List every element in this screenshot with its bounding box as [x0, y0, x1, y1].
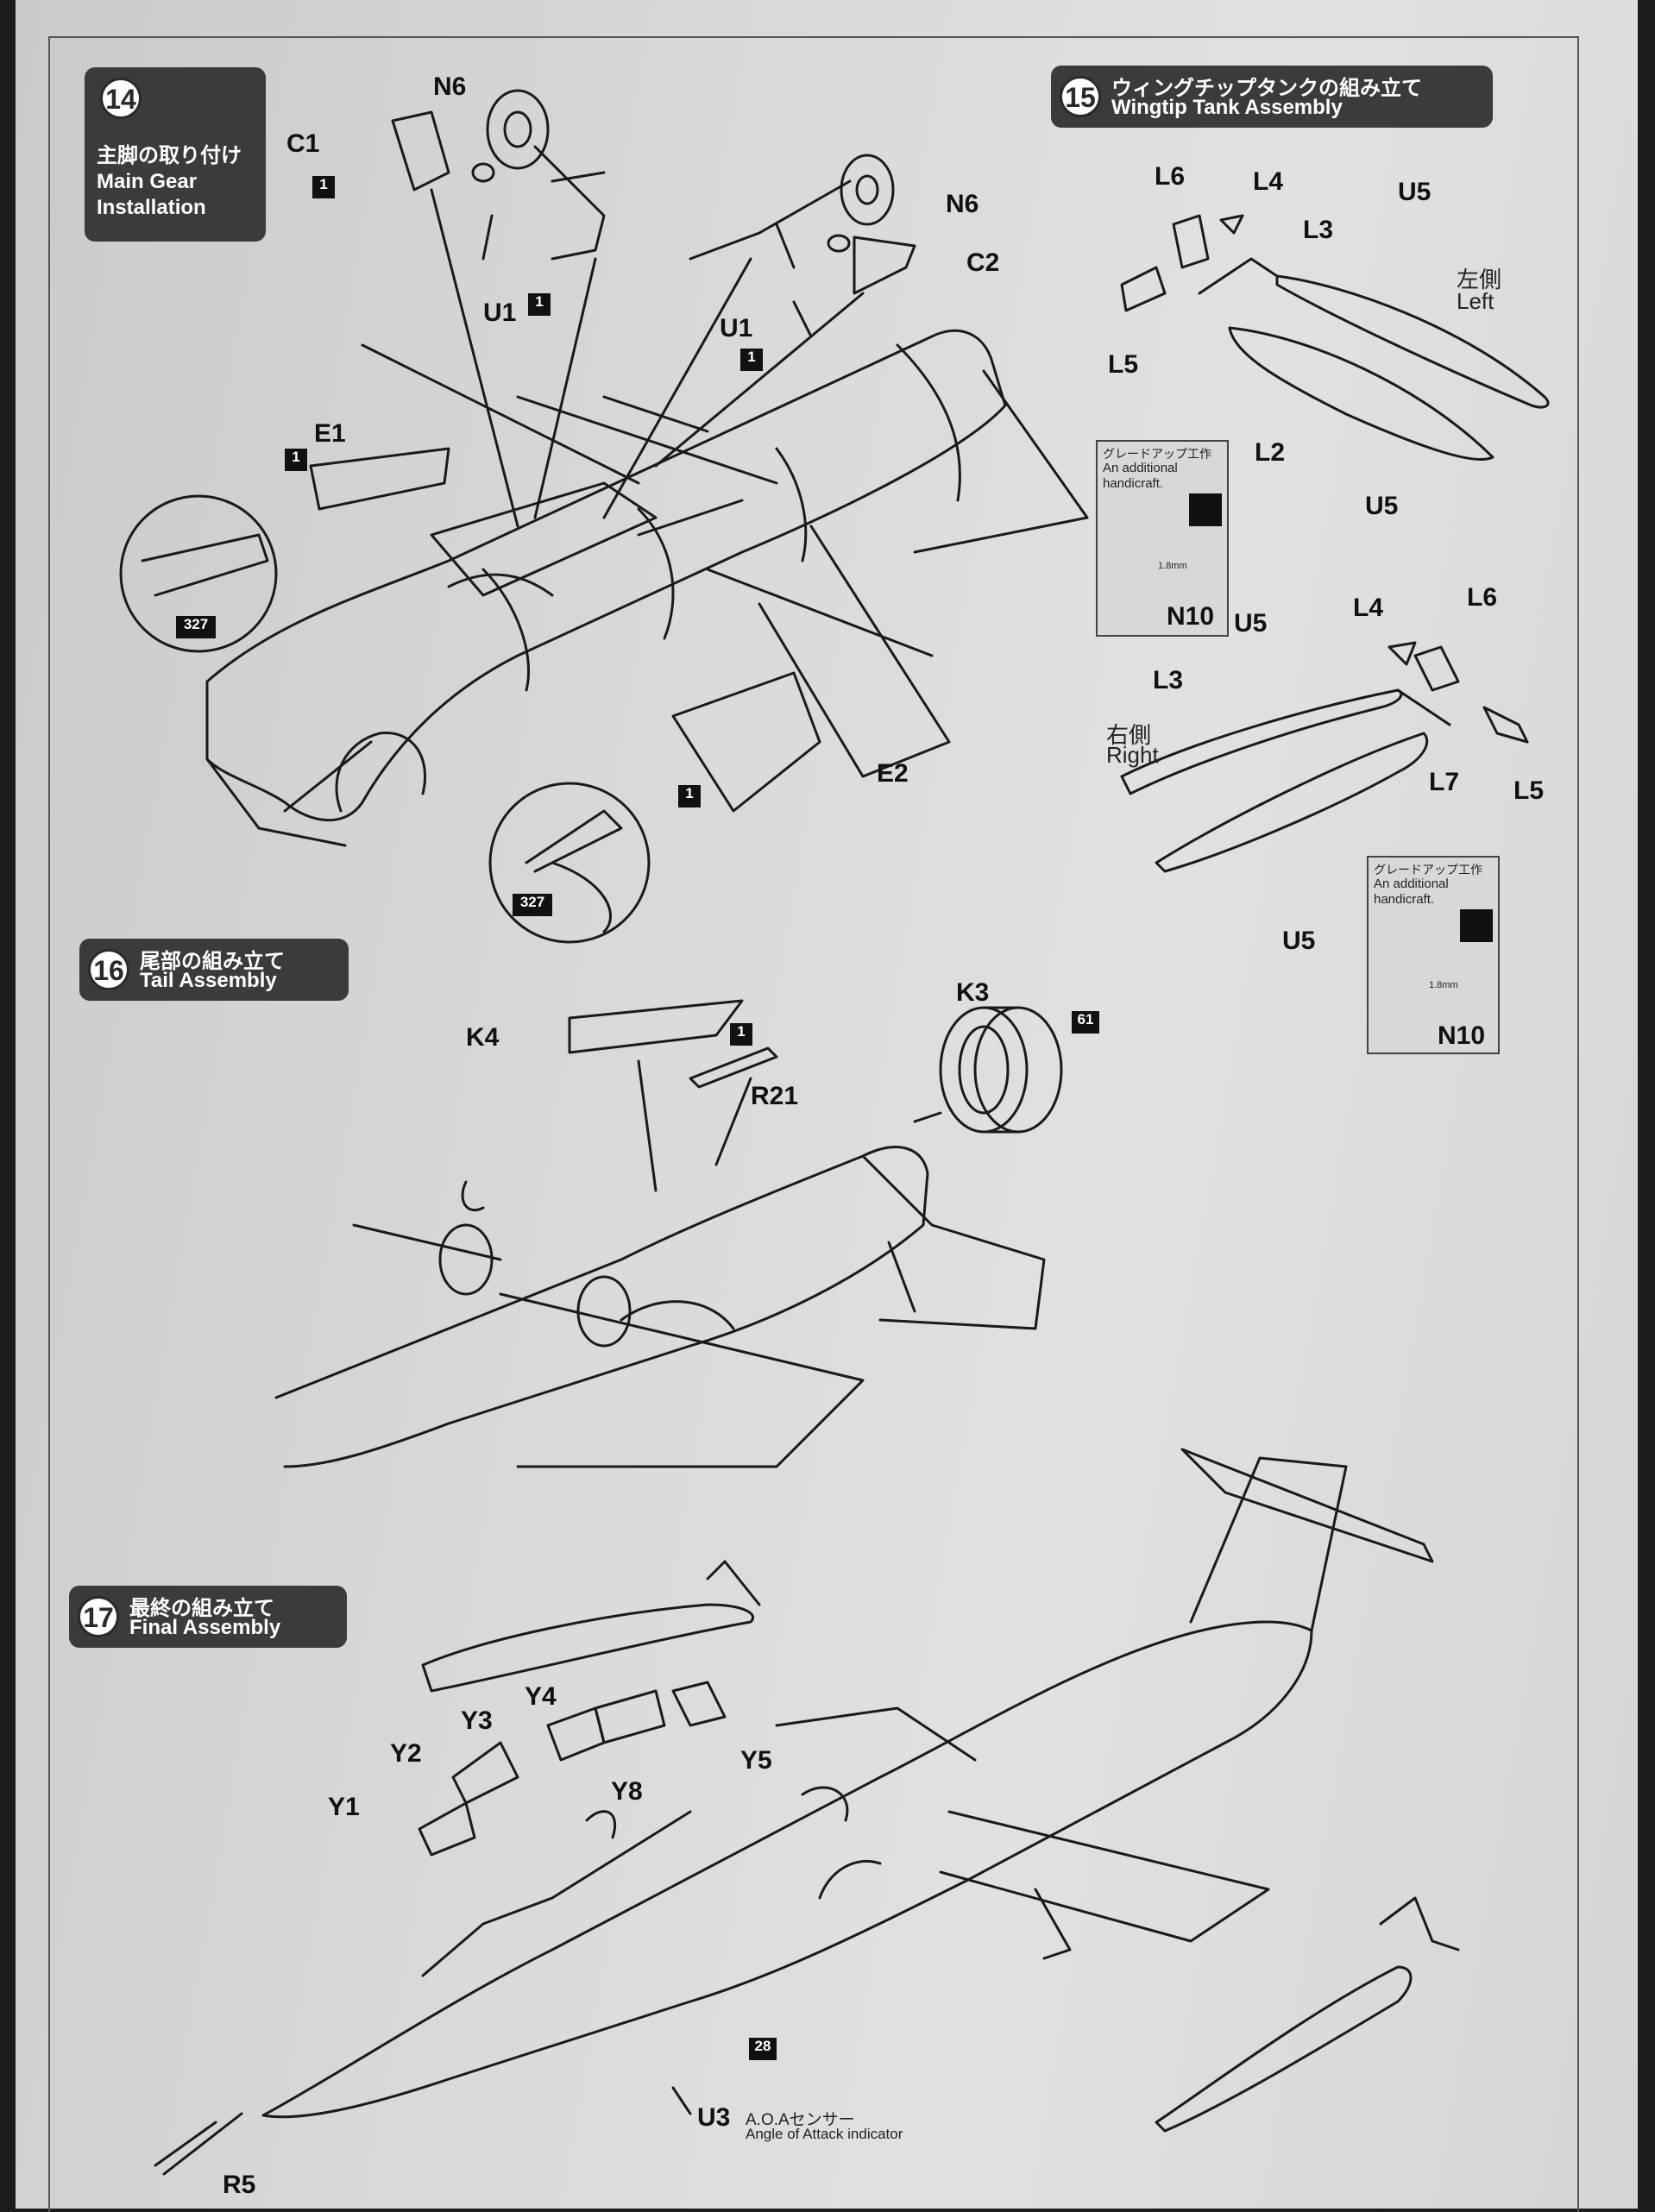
color-code-1-f: 1	[730, 1023, 752, 1046]
side-label-left-en: Left	[1457, 288, 1495, 314]
part-label-l3-right: L3	[1153, 666, 1184, 694]
part-label-l3-left: L3	[1303, 216, 1334, 244]
step-14-number: 14	[100, 78, 142, 119]
step-17-header: 17 最終の組み立て Final Assembly	[69, 1586, 347, 1648]
note-2-en-line2: handicraft.	[1374, 892, 1435, 907]
part-label-u5-right-bottom: U5	[1282, 927, 1316, 955]
step-14-title-ja: 主脚の取り付け	[97, 144, 242, 167]
part-label-y5: Y5	[740, 1746, 772, 1775]
step-15-title-en: Wingtip Tank Assembly	[1111, 96, 1343, 119]
color-code-1-a: 1	[312, 176, 335, 198]
note-1-en-line2: handicraft.	[1103, 476, 1164, 491]
part-label-l6-right: L6	[1467, 583, 1498, 612]
note-2-part-n10: N10	[1438, 1021, 1486, 1050]
part-label-u1-right: U1	[720, 314, 753, 342]
part-label-l5-left: L5	[1108, 350, 1139, 379]
part-label-u5-left-bottom: U5	[1365, 492, 1399, 520]
part-label-r5: R5	[223, 2171, 256, 2199]
note-2-size: 1.8mm	[1429, 980, 1458, 990]
step16-tail-drawing	[274, 999, 1063, 1468]
step-17-title-ja: 最終の組み立て	[129, 1597, 274, 1620]
note-2-title-ja: グレードアップ工作	[1374, 863, 1482, 877]
note-1-en-line1: An additional	[1103, 461, 1178, 475]
note-2-en-line1: An additional	[1374, 877, 1449, 891]
step-17-title-en: Final Assembly	[129, 1616, 281, 1639]
step-16-number: 16	[88, 949, 129, 990]
part-label-u3: U3	[697, 2103, 731, 2132]
part-label-n6-left: N6	[433, 72, 467, 101]
color-code-1-e: 1	[678, 785, 701, 808]
instruction-sheet	[16, 0, 1638, 2212]
note-1-size: 1.8mm	[1158, 561, 1187, 571]
color-code-327-a: 327	[176, 616, 216, 638]
part-label-y8: Y8	[611, 1777, 643, 1806]
upgrade-note-box-1: グレードアップ工作 An additional handicraft. 1.8m…	[1096, 440, 1229, 637]
step-14-title-en-line1: Main Gear	[97, 170, 198, 193]
part-label-l4-left: L4	[1253, 167, 1284, 196]
page-frame	[48, 36, 1579, 2212]
part-label-l2: L2	[1255, 438, 1286, 467]
step-16-title-en: Tail Assembly	[140, 969, 277, 992]
color-code-1-c: 1	[740, 349, 763, 371]
step-14-header: 14 主脚の取り付け Main Gear Installation	[85, 67, 266, 242]
part-label-e2: E2	[877, 759, 909, 788]
part-label-r21: R21	[751, 1082, 799, 1110]
step14-fuselage-drawing	[205, 329, 1089, 847]
part-label-u1-left: U1	[483, 298, 517, 327]
aoa-sensor-label-en: Angle of Attack indicator	[746, 2126, 903, 2142]
color-code-61: 61	[1072, 1011, 1099, 1034]
part-label-y3: Y3	[461, 1706, 493, 1735]
note-1-title-ja: グレードアップ工作	[1103, 447, 1211, 461]
part-label-y4: Y4	[525, 1682, 557, 1711]
step-17-number: 17	[78, 1596, 119, 1637]
part-label-y2: Y2	[390, 1739, 422, 1768]
step-16-title-ja: 尾部の組み立て	[140, 950, 285, 973]
color-code-1-d: 1	[285, 449, 307, 471]
part-label-l5-right: L5	[1513, 776, 1545, 805]
upgrade-note-box-2: グレードアップ工作 An additional handicraft. 1.8m…	[1367, 856, 1500, 1054]
part-label-k3: K3	[956, 978, 990, 1007]
part-label-c1: C1	[286, 129, 320, 158]
part-label-u5-right-top: U5	[1234, 609, 1268, 638]
step-15-title-ja: ウィングチップタンクの組み立て	[1111, 77, 1422, 100]
color-code-1-b: 1	[528, 293, 551, 316]
side-label-right-ja: 右側	[1106, 722, 1152, 748]
part-label-l7: L7	[1429, 768, 1460, 796]
step-16-header: 16 尾部の組み立て Tail Assembly	[79, 939, 349, 1001]
part-label-e1: E1	[314, 419, 346, 448]
side-label-left-ja: 左側	[1457, 267, 1502, 292]
part-label-c2: C2	[966, 248, 1000, 277]
part-label-l6-left: L6	[1155, 162, 1186, 191]
color-code-327-b: 327	[513, 894, 552, 916]
step-14-title-en-line2: Installation	[97, 196, 206, 219]
step-15-header: 15 ウィングチップタンクの組み立て Wingtip Tank Assembly	[1051, 66, 1493, 128]
step15-tanks-drawing	[1120, 214, 1550, 873]
side-label-right-en: Right	[1106, 742, 1159, 768]
step14-gear-parts-drawing	[119, 89, 916, 944]
drill-icon	[1460, 909, 1493, 942]
note-1-part-n10: N10	[1167, 602, 1215, 631]
aoa-sensor-label-ja: A.O.Aセンサー	[746, 2111, 855, 2129]
step-15-number: 15	[1060, 76, 1101, 117]
part-label-k4: K4	[466, 1023, 500, 1052]
part-label-y1: Y1	[328, 1793, 360, 1821]
drill-icon	[1189, 493, 1222, 526]
color-code-28: 28	[749, 2038, 777, 2060]
step17-aircraft-drawing	[154, 1448, 1460, 2176]
part-label-n6-right: N6	[946, 190, 979, 218]
part-label-l4-right: L4	[1353, 594, 1384, 622]
part-label-u5-left-top: U5	[1398, 178, 1432, 206]
